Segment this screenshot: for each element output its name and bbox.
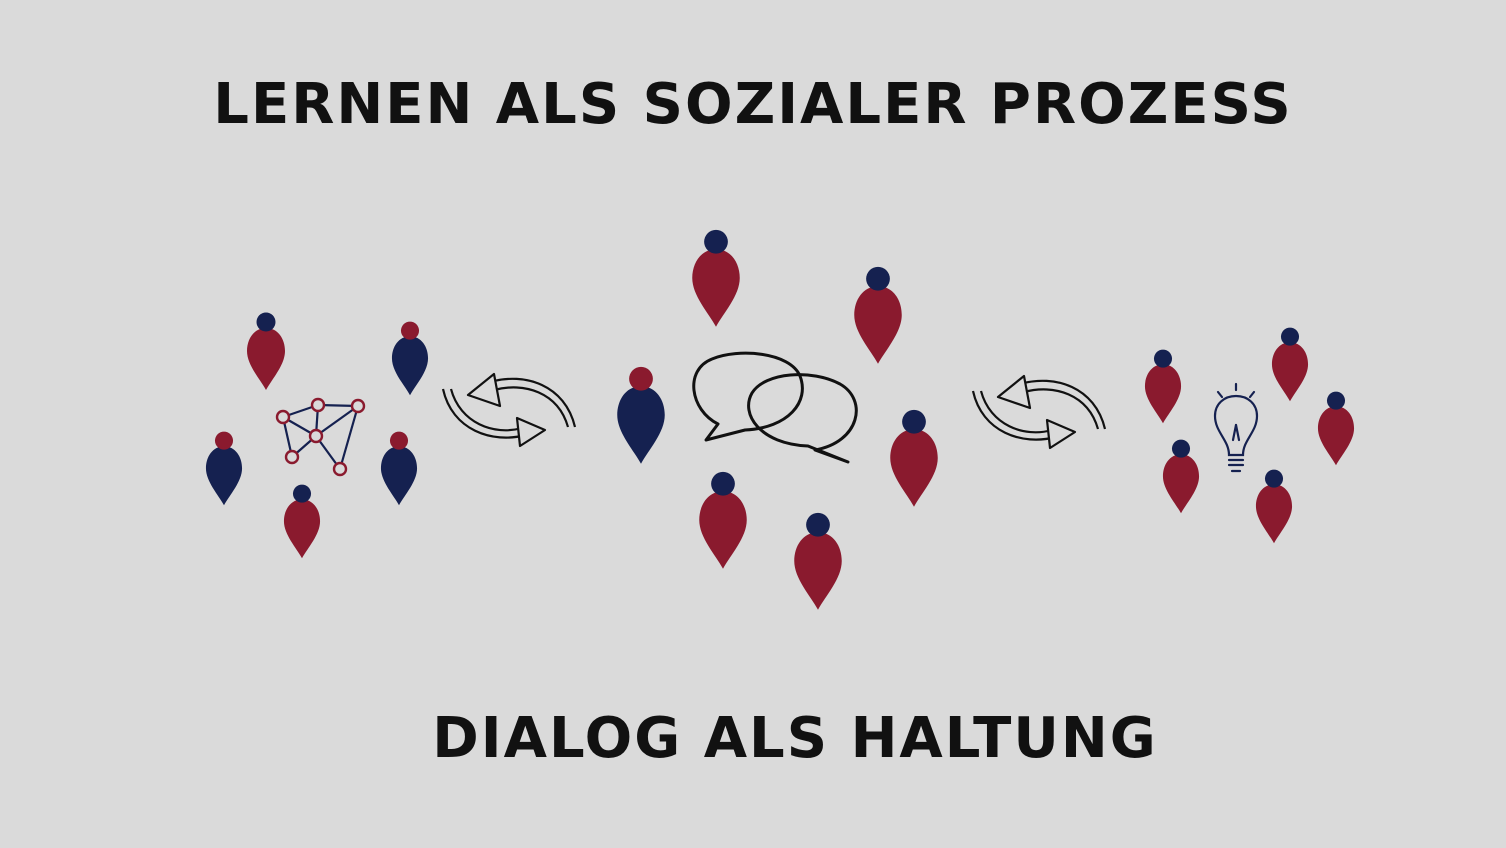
insight-group [1144,327,1355,544]
speech-bubbles-icon [692,351,858,464]
person-body [890,429,938,507]
person-head [1280,327,1300,346]
network-group [205,312,429,559]
person-figure [699,471,747,569]
person-body [794,532,842,610]
person-body [692,249,740,327]
person-body [1317,406,1355,466]
person-figure [854,266,902,364]
person-figure [692,229,740,327]
person-figure [283,484,321,559]
person-body [205,446,243,506]
person-body [1271,342,1309,402]
person-head [389,431,409,450]
person-head [866,266,890,291]
person-figure [205,431,243,506]
person-body [854,286,902,364]
person-head [214,431,234,450]
person-body [699,491,747,569]
person-figure [890,409,938,507]
dialog-group [617,229,938,610]
cycle-arrows-icon [971,374,1107,450]
person-figure [617,366,665,464]
lightbulb-icon [1213,382,1259,473]
cycle-arrows-icon [441,372,577,448]
person-body [283,499,321,559]
person-figure [1162,439,1200,514]
person-body [617,386,665,464]
person-head [256,312,276,332]
person-head [902,409,926,434]
person-figure [247,312,285,390]
person-body [1162,454,1200,514]
person-figure [391,321,429,396]
network-icon [275,397,366,477]
person-figure [1255,469,1293,544]
person-head [711,471,735,496]
person-head [400,321,420,340]
person-head [1153,349,1173,368]
person-body [1144,364,1182,424]
person-head [629,366,653,391]
slide-subtitle: DIALOG ALS HALTUNG [432,706,1158,771]
person-figure [380,431,418,506]
person-head [292,484,312,503]
person-figure [1144,349,1182,424]
person-head [704,229,728,254]
person-body [1255,484,1293,544]
person-body [380,446,418,506]
person-body [391,336,429,396]
slide-title: LERNEN ALS SOZIALER PROZESS [213,72,1293,137]
person-figure [1271,327,1309,402]
person-head [806,512,830,537]
person-body [247,328,285,390]
person-head [1326,391,1346,410]
person-head [1264,469,1284,488]
person-head [1171,439,1191,458]
person-figure [1317,391,1355,466]
person-figure [794,512,842,610]
